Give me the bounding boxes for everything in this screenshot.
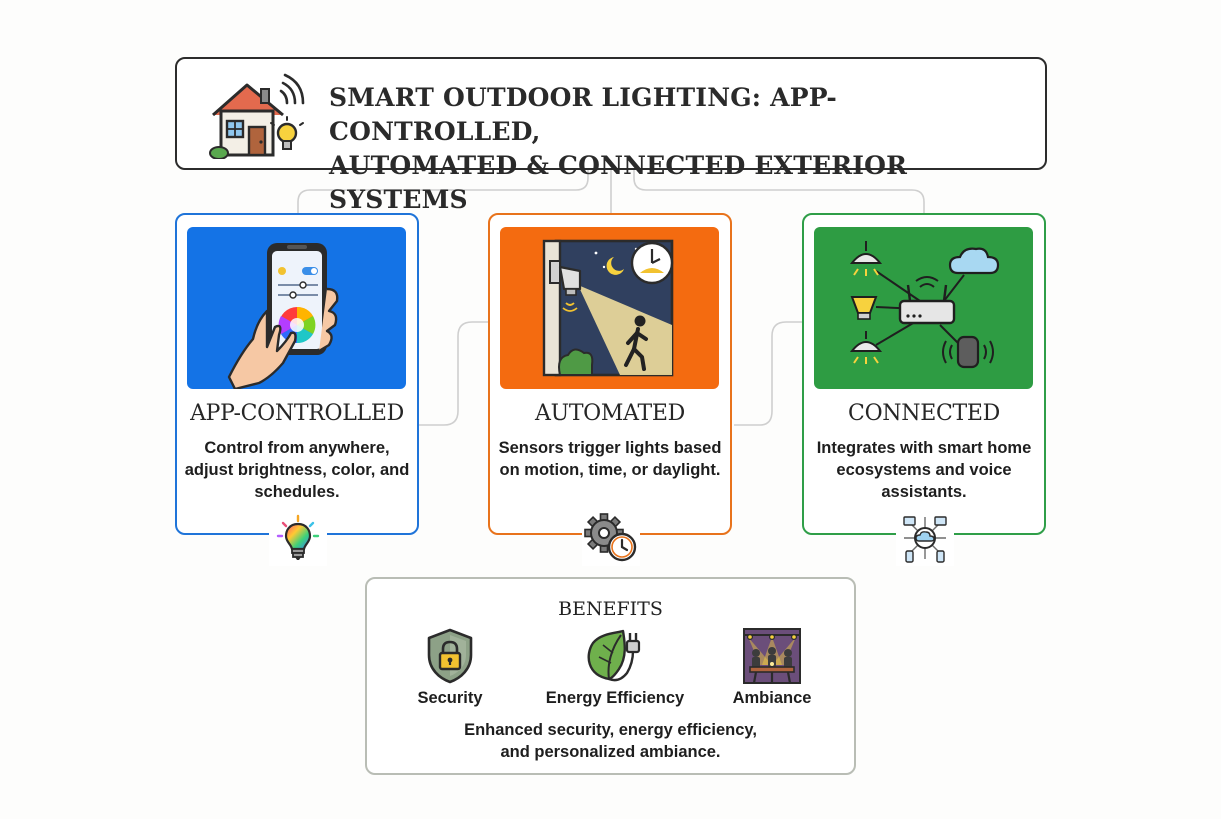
benefit-label: Security <box>417 689 483 707</box>
smart-house-icon <box>207 73 307 159</box>
app-illustration-panel <box>187 227 406 389</box>
card-app-controlled: APP-CONTROLLED Control from anywhere, ad… <box>175 213 419 566</box>
connected-illustration-panel <box>814 227 1033 389</box>
smart-hub-network-icon <box>849 241 1000 369</box>
title-line-2: AUTOMATED & CONNECTED EXTERIOR SYSTEMS <box>329 151 908 214</box>
gear-clock-icon <box>584 513 637 562</box>
card-connected: CONNECTED Integrates with smart home eco… <box>802 213 1046 566</box>
motion-sensor-night-icon <box>542 239 674 377</box>
benefit-ambiance: Ambiance <box>717 627 827 708</box>
title-box: SMART OUTDOOR LIGHTING: APP-CONTROLLED, … <box>175 57 1047 214</box>
cloud-devices-icon <box>903 516 947 563</box>
page-title: SMART OUTDOOR LIGHTING: APP-CONTROLLED, … <box>329 81 1029 217</box>
leaf-plug-icon <box>587 629 641 682</box>
patio-dining-icon <box>743 628 801 684</box>
benefits-summary-line-1: Enhanced security, energy efficiency, <box>464 721 757 739</box>
card-automated: AUTOMATED Sensors trigger lights based o… <box>488 213 732 566</box>
benefits-title: BENEFITS <box>558 598 663 620</box>
card-description: Integrates with smart home ecosystems an… <box>816 439 1032 501</box>
benefit-security: Security <box>400 627 500 708</box>
benefit-energy-efficiency: Energy Efficiency <box>530 627 700 708</box>
card-heading: AUTOMATED <box>534 401 686 426</box>
card-heading: APP-CONTROLLED <box>190 401 404 426</box>
card-badge <box>269 510 327 566</box>
title-line-1: SMART OUTDOOR LIGHTING: APP-CONTROLLED, <box>329 83 837 146</box>
card-badge <box>896 510 954 566</box>
benefits-summary-line-2: and personalized ambiance. <box>500 743 721 761</box>
automated-illustration-panel <box>500 227 719 389</box>
benefits-box: BENEFITS Security Energy Efficiency <box>365 577 856 775</box>
card-badge <box>582 510 640 566</box>
card-description: Control from anywhere, adjust brightness… <box>184 439 410 501</box>
benefit-label: Energy Efficiency <box>545 689 685 707</box>
shield-lock-icon <box>427 628 473 684</box>
benefit-label: Ambiance <box>732 689 812 707</box>
rgb-bulb-icon <box>276 514 320 560</box>
benefits-summary: Enhanced security, energy efficiency, an… <box>367 719 854 763</box>
card-heading: CONNECTED <box>848 401 1000 426</box>
card-description: Sensors trigger lights based on motion, … <box>498 439 722 479</box>
phone-color-wheel-icon <box>227 243 339 389</box>
